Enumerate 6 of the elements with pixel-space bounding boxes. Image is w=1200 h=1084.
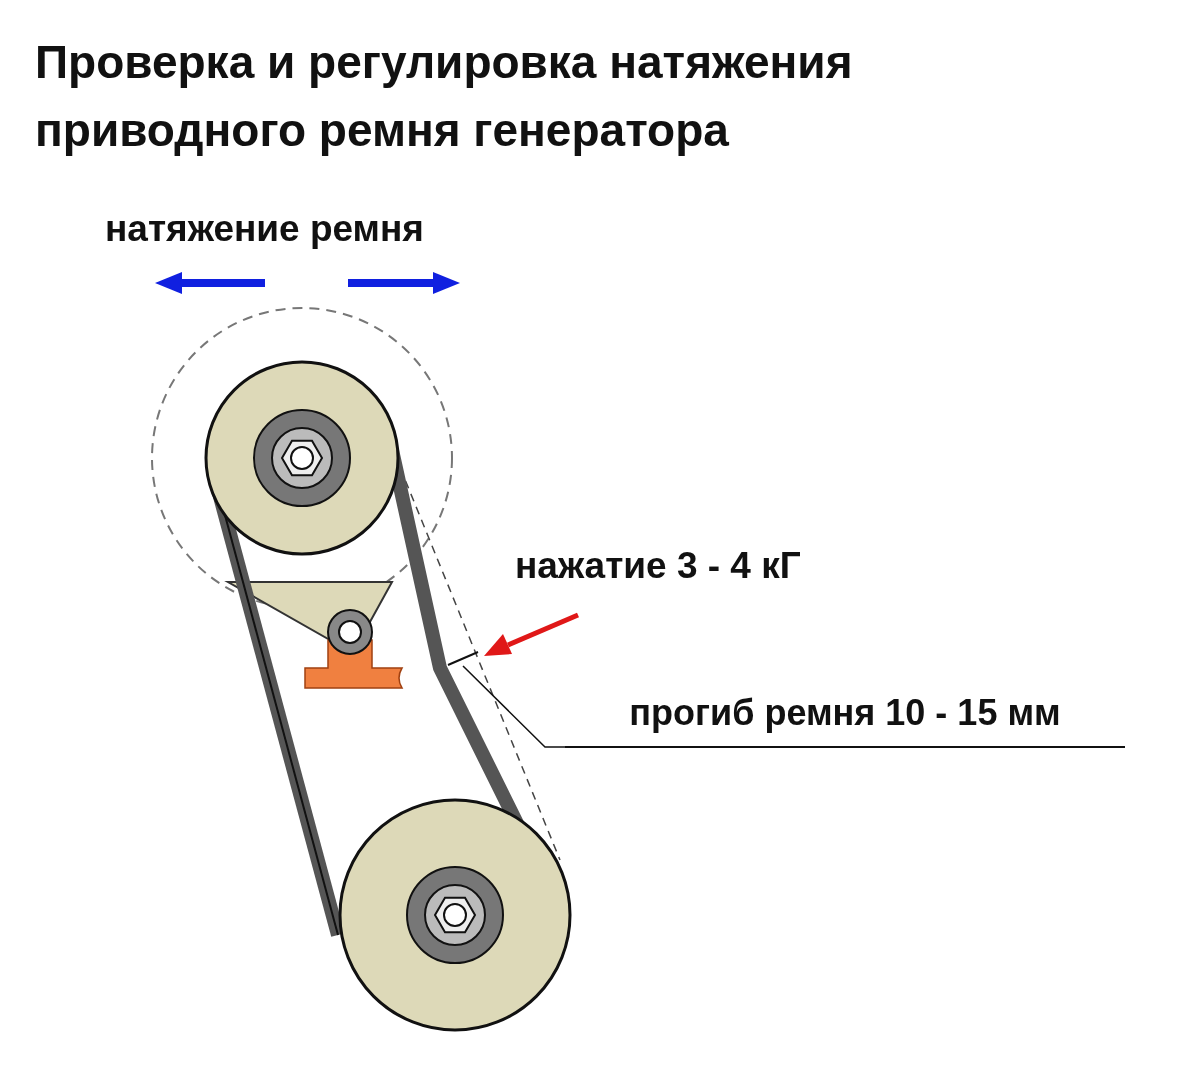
title: Проверка и регулировка натяжения приводного ремня генератора: [35, 35, 854, 158]
annotation-label: нажатие 3 - 4 кГ: [515, 545, 801, 587]
underlined-callout-text: прогиб ремня 10 - 15 мм: [565, 692, 1125, 748]
annotation-label: натяжение ремня: [105, 208, 424, 250]
deflection-marker: [447, 651, 479, 666]
leader-line: [462, 665, 566, 748]
